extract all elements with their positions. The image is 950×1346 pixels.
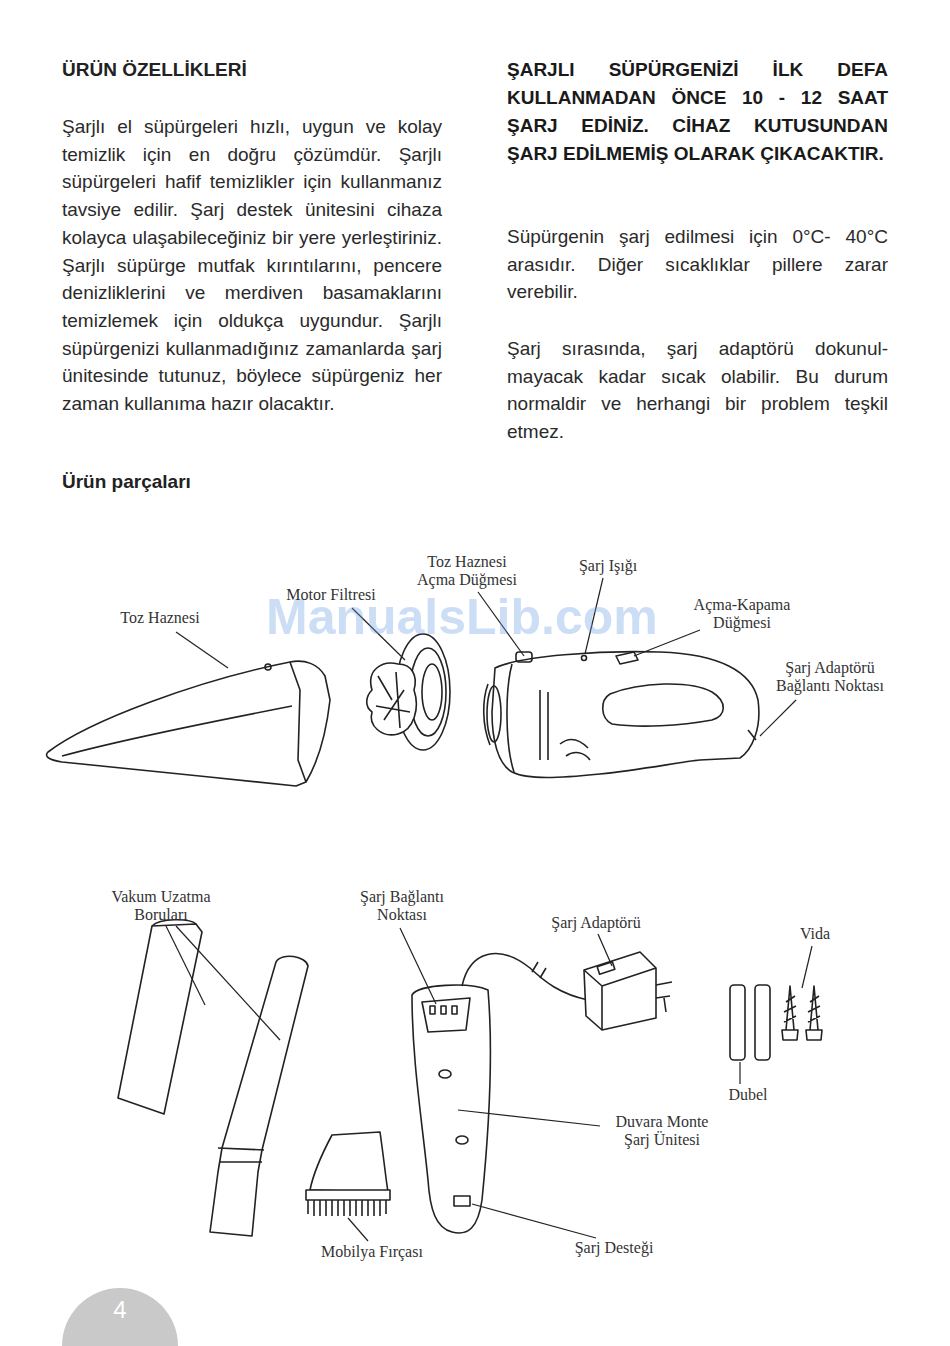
page-number: 4 bbox=[100, 1295, 140, 1325]
warning-paragraph: ŞARJLI SÜPÜRGENİZİ İLK DEFA KULLANMADAN … bbox=[507, 56, 888, 168]
part-label: Motor Filtresi bbox=[251, 586, 411, 604]
part-label: Toz Haznesi bbox=[80, 609, 240, 627]
section-heading: Ürün parçaları bbox=[62, 469, 191, 495]
part-label: Açma-Kapama Düğmesi bbox=[688, 596, 796, 632]
part-label: Vakum Uzatma Boruları bbox=[103, 888, 219, 924]
part-label: Şarj Desteği bbox=[534, 1239, 694, 1257]
body-paragraph: Şarjlı el süpürgeleri hızlı, uygun ve ko… bbox=[62, 113, 442, 418]
part-label: Vida bbox=[775, 925, 855, 943]
body-paragraph: Süpürgenin şarj edilmesi için 0°C- 40°C … bbox=[507, 223, 888, 306]
body-paragraph: Şarj sırasında, şarj adaptörü dokunul-ma… bbox=[507, 335, 888, 446]
part-label: Şarj Adaptörü Bağlantı Noktası bbox=[766, 659, 894, 695]
part-label: Şarj Adaptörü bbox=[516, 914, 676, 932]
part-label: Duvara Monte Şarj Ünitesi bbox=[606, 1113, 718, 1149]
part-label: Şarj Işığı bbox=[558, 557, 658, 575]
part-label: Toz Haznesi Açma Düğmesi bbox=[409, 553, 525, 589]
part-label: Şarj Bağlantı Noktası bbox=[350, 888, 454, 924]
section-heading: ÜRÜN ÖZELLİKLERİ bbox=[62, 57, 247, 83]
part-label: Mobilya Fırçası bbox=[292, 1243, 452, 1261]
part-label: Dubel bbox=[708, 1086, 788, 1104]
